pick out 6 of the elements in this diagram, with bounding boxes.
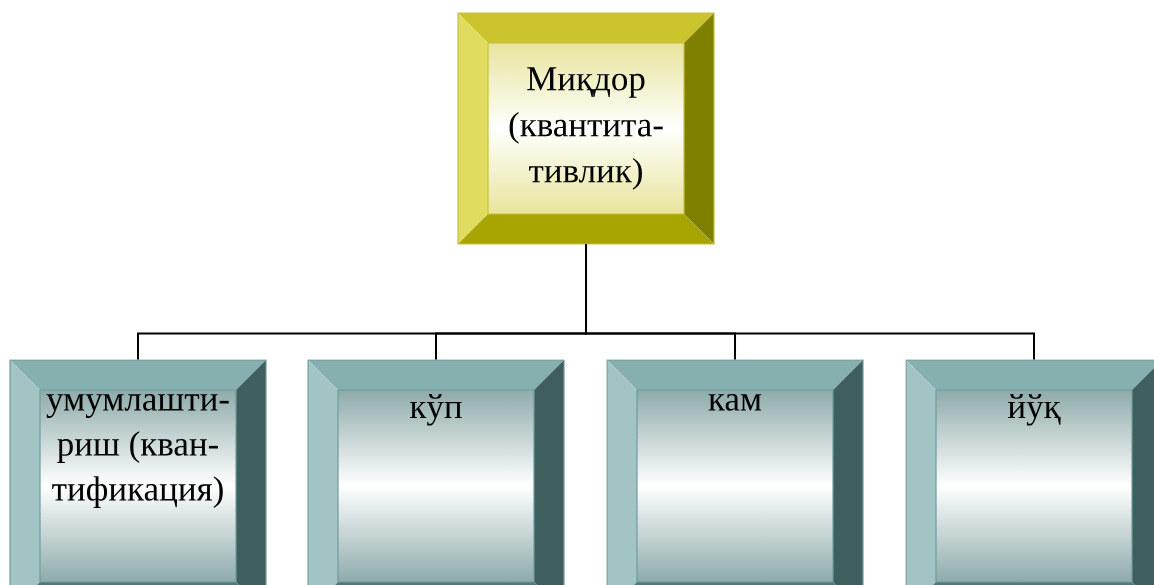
connector-line: [585, 243, 1035, 361]
bevel-box: кўп: [307, 359, 565, 585]
bevel-box: кам: [606, 359, 864, 585]
bevel-box: Миқдор (квантита- тивлик): [457, 12, 715, 245]
bevel-box: йўқ: [905, 359, 1154, 585]
bevel-box: умумлашти- риш (кван- тификация): [9, 359, 267, 585]
